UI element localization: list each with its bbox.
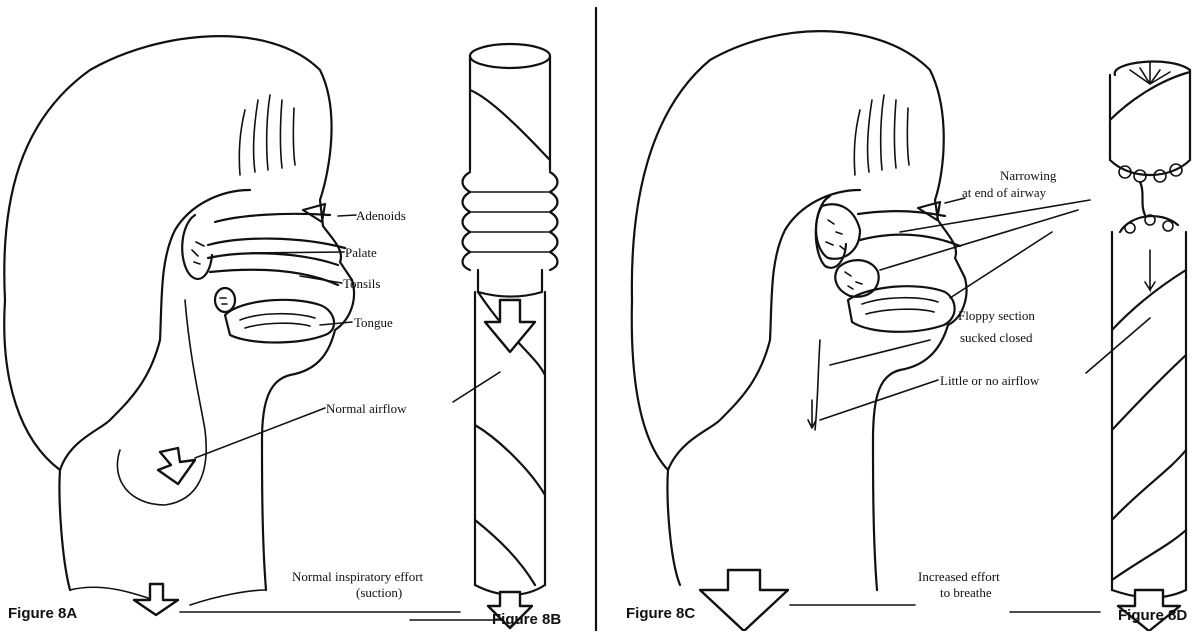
leader-lines-8c [790,198,1150,612]
label-effort-line1: Normal inspiratory effort [292,569,424,584]
label-increased-effort-line2: to breathe [940,585,992,600]
airway-tube-8d [1110,62,1190,631]
label-effort-line2: (suction) [356,585,402,600]
caption-figure-8a: Figure 8A [8,605,77,622]
label-narrowing-line1: Narrowing [1000,168,1057,183]
label-little-airflow: Little or no airflow [940,373,1040,388]
suction-arrow-icon [134,584,178,615]
label-tonsils: Tonsils [343,276,380,291]
caption-figure-8b: Figure 8B [492,611,561,628]
caption-figure-8d: Figure 8D [1118,607,1187,624]
label-palate: Palate [345,245,377,260]
label-increased-effort-line1: Increased effort [918,569,1000,584]
effort-arrow-icon [700,570,788,631]
tube-airflow-arrow-icon [485,300,535,352]
label-floppy-line1: Floppy section [958,308,1035,323]
label-floppy-line2: sucked closed [960,330,1033,345]
label-tongue: Tongue [354,315,393,330]
airflow-arrow-icon [158,448,195,484]
label-adenoids: Adenoids [356,208,406,223]
label-narrowing-line2: at end of airway [962,185,1047,200]
airway-tube-8b [463,44,558,628]
head-profile-8a [4,36,354,615]
caption-figure-8c: Figure 8C [626,605,695,622]
label-normal-airflow: Normal airflow [326,401,407,416]
head-profile-8c [632,31,967,631]
